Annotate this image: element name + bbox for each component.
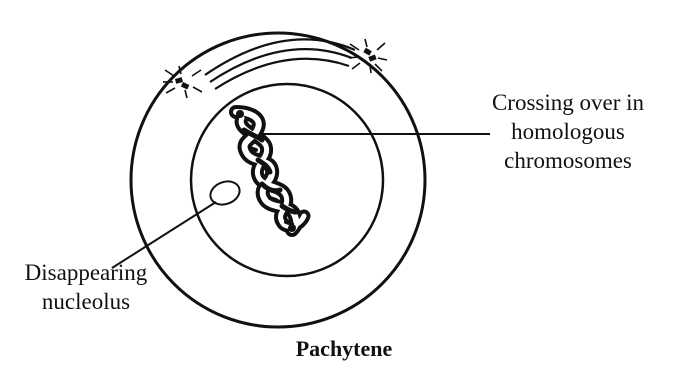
- crossing-over-label: Crossing over in homologous chromosomes: [458, 88, 678, 175]
- spindle-fibres: [205, 39, 355, 89]
- nucleolus-label: Disappearing nucleolus: [6, 258, 166, 316]
- nucleolus-label-line-1: Disappearing: [6, 258, 166, 287]
- crossing-over-label-line-1: Crossing over in: [458, 88, 678, 117]
- crossing-over-label-line-3: chromosomes: [458, 146, 678, 175]
- nucleolus-label-line-2: nucleolus: [6, 287, 166, 316]
- cell-membrane: [131, 33, 425, 327]
- figure-caption: Pachytene: [0, 336, 688, 362]
- left-centrosome-icon: [163, 66, 202, 98]
- homologous-chromosomes: [236, 110, 304, 232]
- crossing-over-label-line-2: homologous: [458, 117, 678, 146]
- nuclear-envelope: [191, 84, 383, 276]
